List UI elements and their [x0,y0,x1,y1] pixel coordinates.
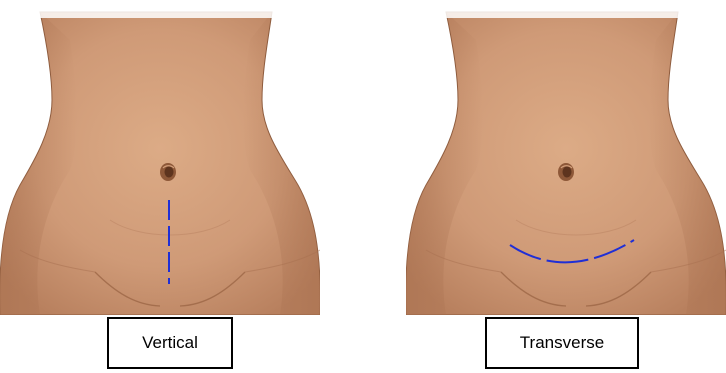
transverse-label-text: Transverse [520,333,604,353]
navel-icon [558,163,574,181]
transverse-incision-figure: Transverse [406,0,726,373]
torso-illustration [406,0,726,315]
vertical-label: Vertical [107,317,233,369]
vertical-label-text: Vertical [142,333,198,353]
transverse-label: Transverse [485,317,639,369]
torso-illustration [0,0,320,315]
navel-icon [160,163,176,181]
vertical-incision-figure: Vertical [0,0,320,373]
